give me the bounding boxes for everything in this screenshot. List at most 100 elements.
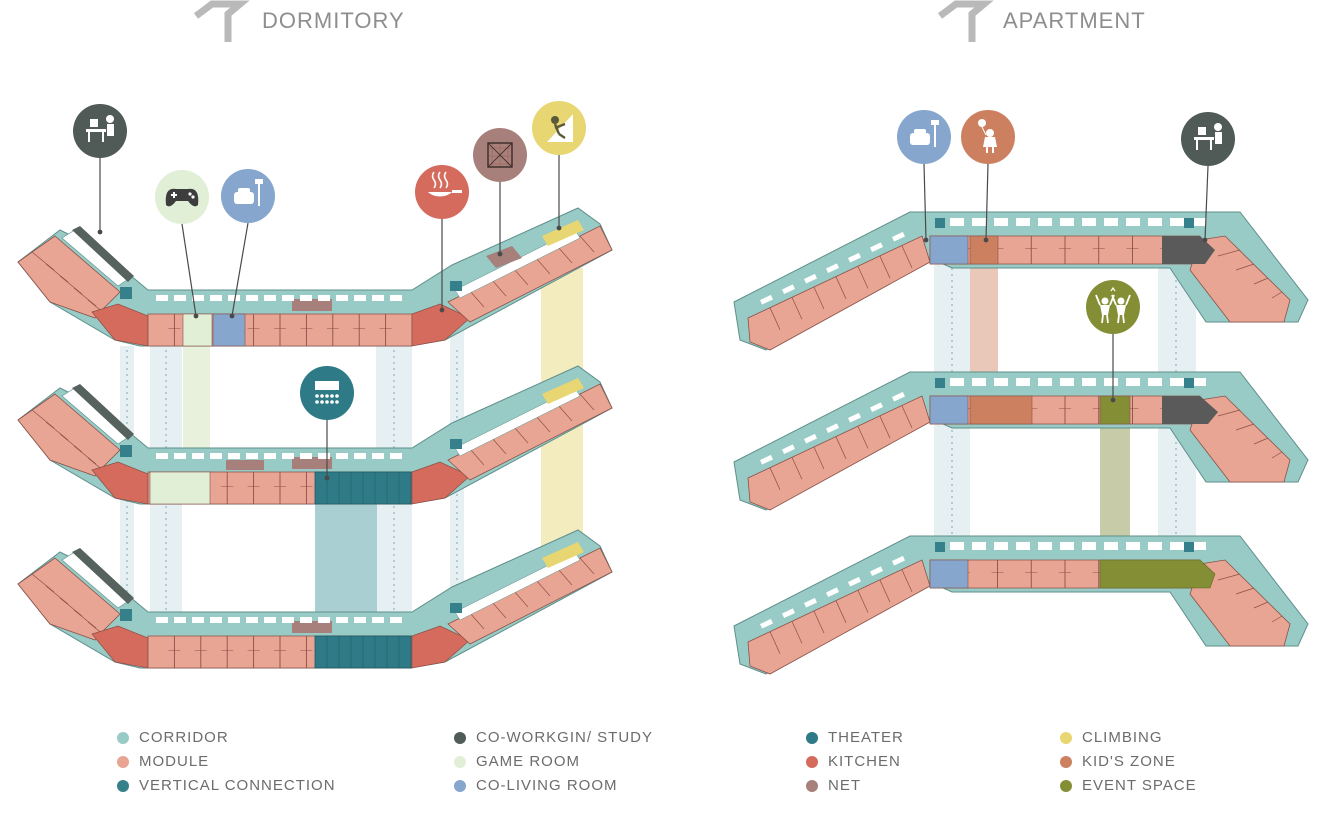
module-wall [73, 445, 97, 465]
legend-item: KID'S ZONE [1060, 753, 1176, 770]
window [156, 617, 168, 623]
climbing-zone [542, 220, 584, 246]
pan [428, 192, 452, 197]
module-wall [59, 275, 83, 295]
window [1038, 378, 1052, 386]
stair-core [120, 609, 132, 621]
window [994, 378, 1008, 386]
desk [1194, 137, 1214, 140]
window [760, 618, 773, 629]
window [847, 576, 861, 587]
legend-swatch [117, 731, 129, 744]
steam [443, 171, 449, 189]
legend-swatch [806, 755, 818, 768]
module-block [747, 559, 931, 675]
window [1170, 218, 1184, 226]
leader-dot [229, 313, 235, 319]
window [870, 402, 883, 413]
window [804, 433, 817, 444]
legend-item: THEATER [806, 729, 904, 746]
window [870, 242, 883, 253]
pan-handle [452, 190, 462, 193]
leader-dot [983, 237, 989, 243]
window [354, 453, 366, 459]
window [1082, 542, 1096, 550]
window [782, 444, 795, 455]
stair-core [1184, 542, 1194, 552]
seat [325, 394, 329, 398]
lamp-shade [931, 120, 939, 125]
module-wall [1235, 587, 1255, 595]
net-zone [226, 460, 264, 470]
kid-head [986, 129, 994, 137]
window [354, 617, 366, 623]
desk-leg [1210, 140, 1212, 150]
module-wall [879, 256, 891, 279]
leader-dot [439, 307, 445, 313]
person-body [107, 124, 114, 136]
window [1148, 218, 1162, 226]
leader-dot [1110, 397, 1116, 403]
lamp-pole [934, 123, 936, 147]
seat [320, 394, 324, 398]
module-wall [1253, 601, 1269, 609]
window [264, 295, 276, 301]
sofa-back [238, 188, 250, 193]
button [188, 192, 192, 196]
co-working-zone [1162, 396, 1218, 424]
window [318, 295, 330, 301]
stair-core [120, 445, 132, 457]
module-wall [535, 415, 551, 433]
legend-item: CORRIDOR [117, 729, 229, 746]
window [1148, 542, 1162, 550]
window [336, 453, 348, 459]
legend-swatch [454, 779, 466, 792]
window [228, 295, 240, 301]
module-wall [579, 393, 595, 411]
dormitory-floor [17, 529, 613, 669]
leader-dot [324, 475, 330, 481]
kid-leg [992, 147, 994, 153]
window [891, 231, 905, 242]
window [1170, 542, 1184, 550]
button [191, 195, 195, 199]
module-wall [769, 631, 781, 654]
co-working-study-icon [73, 104, 127, 158]
module-wall [535, 579, 551, 597]
module-wall [1271, 291, 1283, 299]
kitchen-zone [411, 303, 471, 347]
module-block [747, 395, 931, 511]
title-dormitory: DORMITORY [262, 8, 405, 33]
leader-line [231, 222, 249, 317]
window [282, 295, 294, 301]
module-wall [791, 457, 803, 480]
event-space-icon [1086, 280, 1140, 334]
seat [315, 394, 319, 398]
window [156, 295, 168, 301]
module-wall [1217, 249, 1241, 257]
legend-label: CO-WORKGIN/ STUDY [476, 729, 653, 746]
co-living-room-icon [897, 110, 951, 164]
module-wall [469, 448, 485, 466]
game-room-zone [149, 471, 211, 505]
window [1038, 542, 1052, 550]
module-wall [557, 404, 573, 422]
wall [547, 114, 573, 142]
window [354, 295, 366, 301]
screen [315, 381, 339, 390]
seat [330, 400, 334, 404]
kitchen-icon [415, 165, 469, 219]
kid-leg [986, 147, 988, 153]
module-wall [1253, 277, 1269, 285]
window [847, 412, 861, 423]
climbing-zone [542, 542, 584, 568]
dancer-arms [1111, 294, 1131, 306]
legend-item: EVENT SPACE [1060, 777, 1197, 794]
leader-line [181, 223, 197, 317]
module-wall [1235, 423, 1255, 431]
module-wall [813, 446, 825, 470]
seat [330, 394, 334, 398]
leader-dot [1202, 237, 1208, 243]
module-wall [491, 437, 507, 455]
dancer-legs [1117, 314, 1125, 324]
